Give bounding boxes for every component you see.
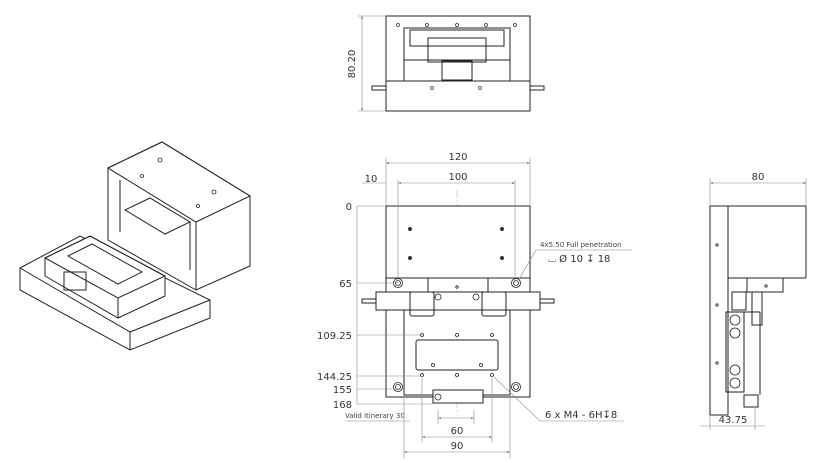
vdim-168: 168	[333, 400, 352, 411]
vdim-155: 155	[333, 385, 352, 396]
vdim-65: 65	[339, 279, 352, 290]
dim-90: 90	[451, 441, 464, 452]
hole-callout-line2: ⌴ Ø 10 ↧ 18	[548, 253, 610, 265]
travel-label: Valid itinerary 30	[345, 412, 405, 420]
top-view: 80.20	[347, 15, 545, 112]
vdim-144-25: 144.25	[317, 372, 352, 383]
vdim-109-25: 109.25	[317, 331, 352, 342]
side-width-dim: 80	[752, 172, 765, 183]
dim-60: 60	[451, 426, 464, 437]
height-dim-label: 80.20	[347, 50, 358, 79]
thread-callout: 6 x M4 - 6H↧8	[545, 410, 617, 421]
hole-callout-line1: 4x5.50 Full penetration	[540, 241, 621, 249]
front-view: 120 100 10 0 65 109.25 144.25 155 168 Va…	[317, 152, 632, 458]
width-dim-120: 120	[448, 152, 467, 163]
isometric-view	[19, 141, 252, 351]
vdim-0: 0	[346, 202, 352, 213]
side-view: 80 43.75	[700, 172, 807, 430]
side-base-dim: 43.75	[719, 415, 748, 426]
width-dim-100: 100	[448, 172, 467, 183]
offset-dim-10: 10	[365, 174, 378, 185]
